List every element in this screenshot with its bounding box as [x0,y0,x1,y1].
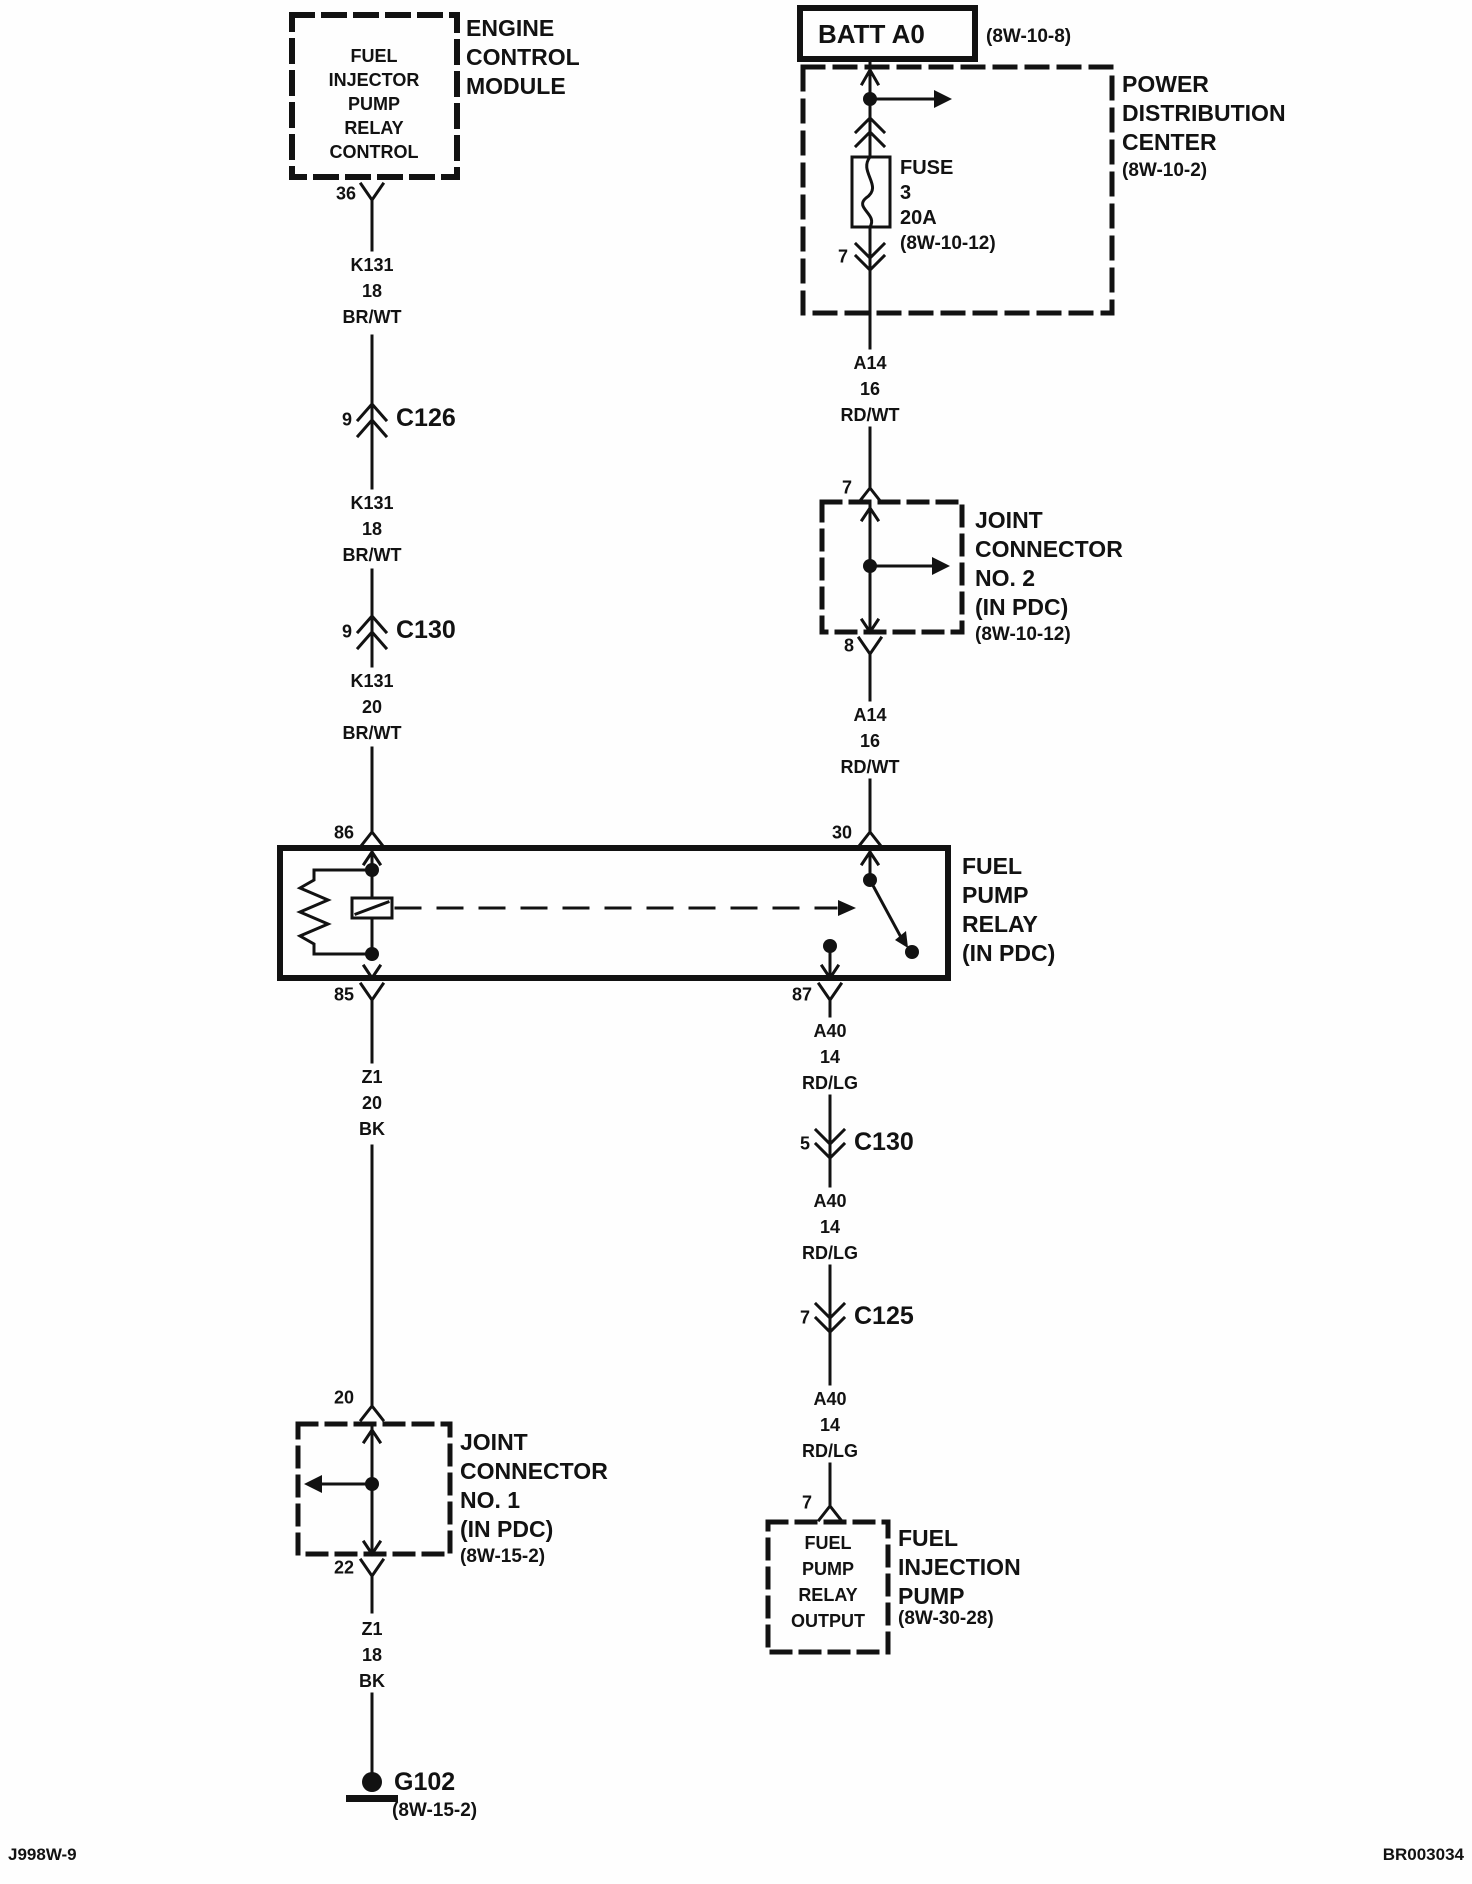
jc1-pin-22-label: 22 [333,1557,354,1578]
connector-c130-right-icon [813,1127,847,1161]
connector-c130-left-icon [355,613,389,651]
ground-ref: (8W-15-2) [392,1800,478,1821]
ecm-box [289,12,460,180]
pdc-box [800,64,1115,316]
junction-dots [365,92,919,1491]
jc2-box [819,499,965,635]
connector-c125-icon [813,1301,847,1335]
ecm-inside-label: FUEL INJECTOR PUMP RELAY CONTROL [328,46,420,162]
pin-9-c130-label: 9 [341,621,352,642]
jc1-pin-20-label: 20 [333,1387,354,1408]
fuel-pump-relay-box [277,845,951,981]
connector-c126-icon [355,401,389,439]
relay-coil-icon [296,868,838,956]
jc2-pin-8-label: 8 [843,635,854,656]
pin-9-c126-label: 9 [341,409,352,430]
batt-ref: (8W-10-8) [986,26,1072,47]
connector-c126-label: C126 [396,404,456,432]
arrowheads [304,90,952,1493]
connector-c130-left-label: C130 [396,616,456,644]
pin-7-c125-label: 7 [799,1307,810,1328]
relay-pin-86-label: 86 [333,822,354,843]
fuse-icon [850,154,892,230]
relay-switch-icon [867,877,906,944]
relay-pin-30-label: 30 [831,822,852,843]
pdc-ref: (8W-10-2) [1122,160,1208,181]
batt-box [797,5,978,62]
relay-pin-85-label: 85 [333,984,354,1005]
terminal-symbols [355,66,887,1579]
connector-c130-right-label: C130 [854,1128,914,1156]
relay-pin-87-label: 87 [791,984,812,1005]
connector-c125-label: C125 [854,1302,914,1330]
footer-left-code: J998W-9 [8,1845,77,1864]
wire-segments [320,57,936,1776]
jc1-ref: (8W-15-2) [460,1546,546,1567]
pump-ref: (8W-30-28) [898,1608,994,1629]
relay-control-arrow-icon [838,900,856,916]
jc1-box [295,1421,453,1557]
fuse-ref: (8W-10-12) [900,233,996,254]
jc1-branch-arrow-icon [304,1475,322,1493]
jc2-branch-arrow-icon [932,557,950,575]
footer-right-code: BR003034 [1382,1845,1464,1864]
jc2-ref: (8W-10-12) [975,624,1071,645]
pdc-pin-7-label: 7 [837,246,848,267]
pump-box [765,1519,891,1655]
pin-36-label: 36 [335,183,356,204]
ground-g102-label: G102 [394,1768,456,1796]
ground-icon [346,1772,398,1802]
jc2-pin-7-label: 7 [841,477,852,498]
pin-5-c130-label: 5 [799,1133,810,1154]
pdc-branch-arrow-icon [934,90,952,108]
batt-title: BATT A0 [818,19,925,49]
pump-pin-7-label: 7 [801,1492,812,1513]
